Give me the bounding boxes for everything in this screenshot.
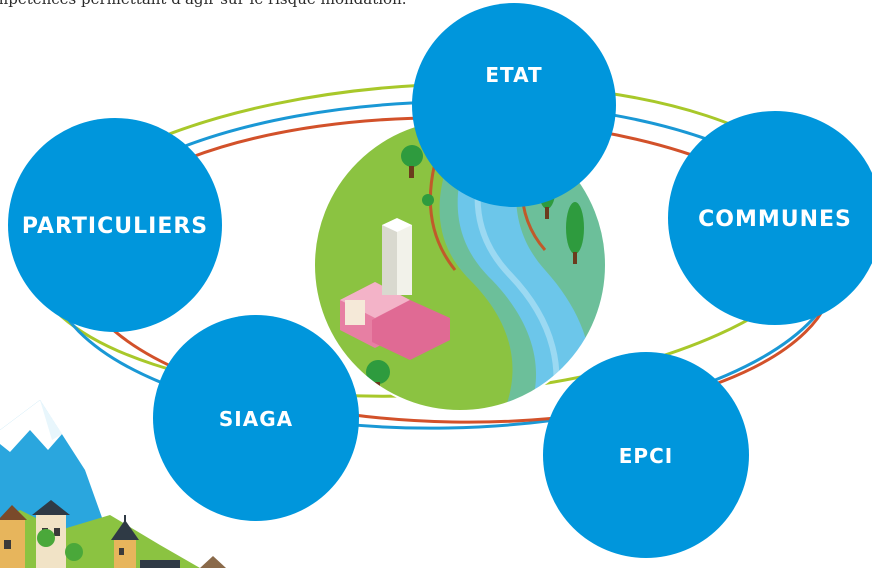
mountain-village-illustration — [0, 400, 226, 568]
node-etat-label: ETAT — [485, 63, 542, 87]
node-siaga-label: SIAGA — [219, 407, 293, 431]
node-epci-label: EPCI — [619, 444, 673, 468]
node-particuliers-label: PARTICULIERS — [22, 214, 208, 239]
node-etat: ETAT — [412, 3, 616, 207]
node-particuliers: PARTICULIERS — [8, 118, 222, 332]
node-communes: COMMUNES — [668, 111, 872, 325]
intro-text: mpétences permettant d'agir sur le risqu… — [0, 0, 594, 12]
node-siaga: SIAGA — [153, 315, 359, 521]
node-communes-label: COMMUNES — [698, 207, 852, 232]
node-epci: EPCI — [543, 352, 749, 558]
